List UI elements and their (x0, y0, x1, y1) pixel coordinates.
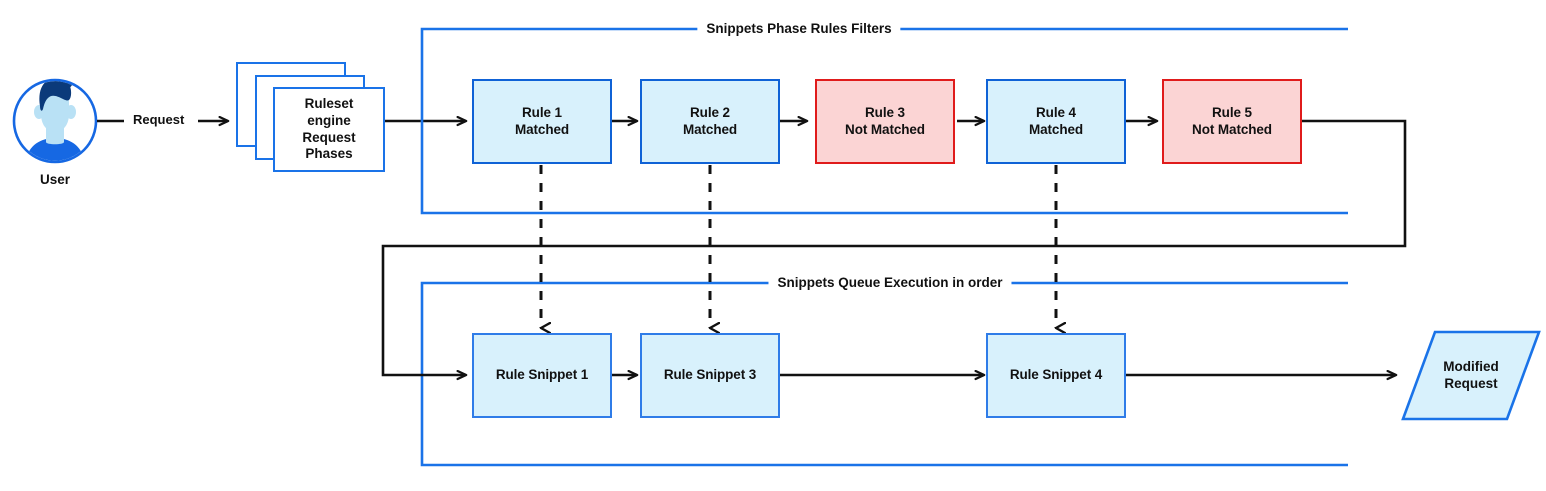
bracket-bottom-label: Snippets Queue Execution in order (768, 275, 1012, 290)
user-label: User (39, 172, 71, 187)
ruleset-engine-card-front[interactable]: Ruleset engine Request Phases (273, 87, 385, 172)
rule-box-4[interactable]: Rule 4 Matched (986, 79, 1126, 164)
snippet-box-4[interactable]: Rule Snippet 4 (986, 333, 1126, 418)
modified-request-shape (1401, 330, 1541, 421)
rule-box-1[interactable]: Rule 1 Matched (472, 79, 612, 164)
bracket-top-label: Snippets Phase Rules Filters (697, 21, 901, 36)
rule-box-3[interactable]: Rule 3 Not Matched (815, 79, 955, 164)
snippet-box-1[interactable]: Rule Snippet 1 (472, 333, 612, 418)
edge-label-request: Request (133, 112, 185, 127)
rule-box-2[interactable]: Rule 2 Matched (640, 79, 780, 164)
user-avatar-icon (12, 78, 98, 164)
edge-rules-to-queue (381, 119, 1407, 375)
snippet-box-3[interactable]: Rule Snippet 3 (640, 333, 780, 418)
rule-box-5[interactable]: Rule 5 Not Matched (1162, 79, 1302, 164)
